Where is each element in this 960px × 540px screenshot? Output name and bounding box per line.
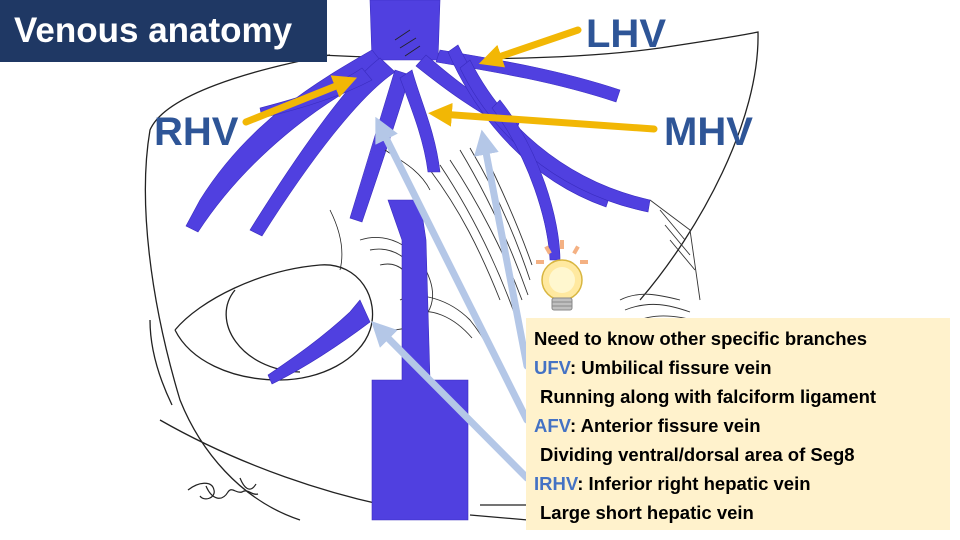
ufv-note: Running along with falciform ligament	[540, 386, 877, 407]
irhv-abbr: IRHV	[534, 473, 578, 494]
afv-abbr: AFV	[534, 415, 570, 436]
afv-definition: : Anterior fissure vein	[569, 415, 761, 436]
ligament-sketch	[359, 144, 701, 391]
ufv-definition-line: UFV: Umbilical fissure vein	[534, 353, 950, 382]
ufv-abbr: UFV	[534, 357, 570, 378]
irhv-pointer-arrow	[371, 321, 531, 482]
lhv-arrow	[478, 26, 582, 68]
mhv-arrow	[428, 102, 658, 133]
signature	[187, 477, 259, 500]
rhv-label: RHV	[154, 110, 239, 154]
lhv-label: LHV	[586, 12, 666, 56]
pointer-arrows	[371, 116, 531, 482]
irhv-note: Large short hepatic vein	[540, 502, 754, 523]
irhv-definition-line: IRHV: Inferior right hepatic vein	[534, 469, 950, 498]
afv-definition-line: AFV: Anterior fissure vein	[534, 411, 950, 440]
afv-pointer-arrow	[375, 116, 531, 424]
slide-title: Venous anatomy	[0, 0, 327, 62]
info-heading: Need to know other specific branches	[534, 328, 868, 349]
mhv-label: MHV	[664, 110, 753, 154]
irhv-definition: : Inferior right hepatic vein	[577, 473, 811, 494]
callout-arrows	[242, 26, 658, 133]
vein-sketch-lines	[329, 29, 431, 271]
branches-info-box: Need to know other specific branches UFV…	[526, 318, 950, 530]
ufv-pointer-arrow	[474, 129, 531, 370]
lightbulb-icon	[536, 240, 588, 311]
ufv-definition: : Umbilical fissure vein	[569, 357, 772, 378]
rhv-arrow	[242, 75, 358, 126]
afv-note: Dividing ventral/dorsal area of Seg8	[540, 444, 855, 465]
